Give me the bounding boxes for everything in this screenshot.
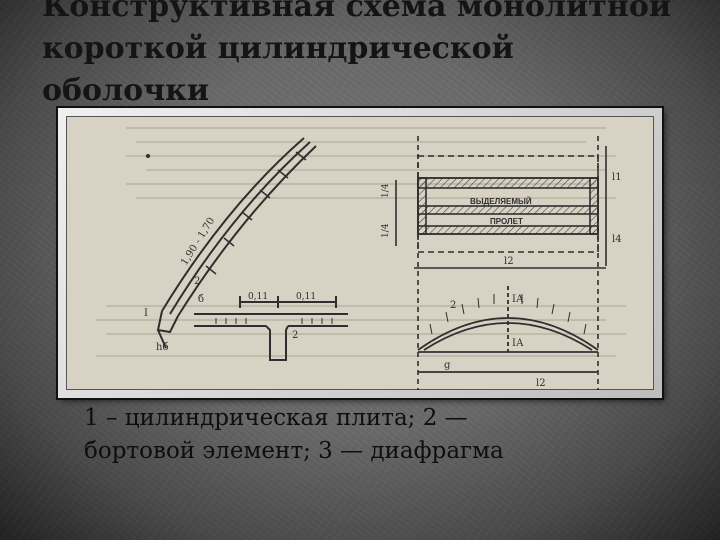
label-2-left: 2 xyxy=(194,276,200,287)
label-b: б xyxy=(198,294,204,305)
label-g: g xyxy=(444,360,451,371)
label-quarter-bottom: 1/4 xyxy=(381,223,391,238)
plan-label-top: ВЫДЕЛЯЕМЫЙ xyxy=(470,197,532,206)
slide-caption: 1 – цилиндрическая плита; 2 — бортовой э… xyxy=(84,402,644,468)
label-2-rib: 2 xyxy=(292,330,298,341)
drawing-image: I hб 1,90 - 1,70 2 б xyxy=(66,116,654,390)
diaphragm-elevation xyxy=(417,286,599,373)
caption-line-2: бортовой элемент; 3 — диафрагма xyxy=(84,438,504,464)
marker-dot xyxy=(146,154,150,158)
label-1: I xyxy=(144,308,148,319)
label-quarter-top: 1/4 xyxy=(381,183,391,198)
shell-drawing: I hб 1,90 - 1,70 2 б xyxy=(96,127,626,390)
label-011-left: 0,11 xyxy=(248,292,268,302)
label-thickness: 1,90 - 1,70 xyxy=(179,216,217,268)
title-line-2: короткой цилиндрической xyxy=(42,31,514,66)
title-line-1: Конструктивная схема монолитной xyxy=(42,0,672,24)
caption-line-1: 1 – цилиндрическая плита; 2 — xyxy=(84,405,468,431)
label-l4: l4 xyxy=(612,234,622,245)
title-line-3: оболочки xyxy=(42,73,210,108)
label-section-a-top: IА xyxy=(512,294,524,305)
plan-label-bottom: ПРОЛЕТ xyxy=(490,217,523,226)
drawing-frame: I hб 1,90 - 1,70 2 б xyxy=(58,108,662,398)
label-l1: l1 xyxy=(612,172,622,183)
label-hb: hб xyxy=(156,342,168,353)
rib-detail xyxy=(194,296,348,361)
slide-title: Конструктивная схема монолитной короткой… xyxy=(42,0,702,112)
label-l2-top: l2 xyxy=(504,256,514,267)
label-2-arch: 2 xyxy=(450,300,456,311)
label-011-right: 0,11 xyxy=(296,292,316,302)
shell-section-left xyxy=(156,137,317,349)
label-l2-bottom: l2 xyxy=(536,378,546,389)
shell-plan xyxy=(395,136,607,390)
label-section-a-bottom: IА xyxy=(512,338,524,349)
